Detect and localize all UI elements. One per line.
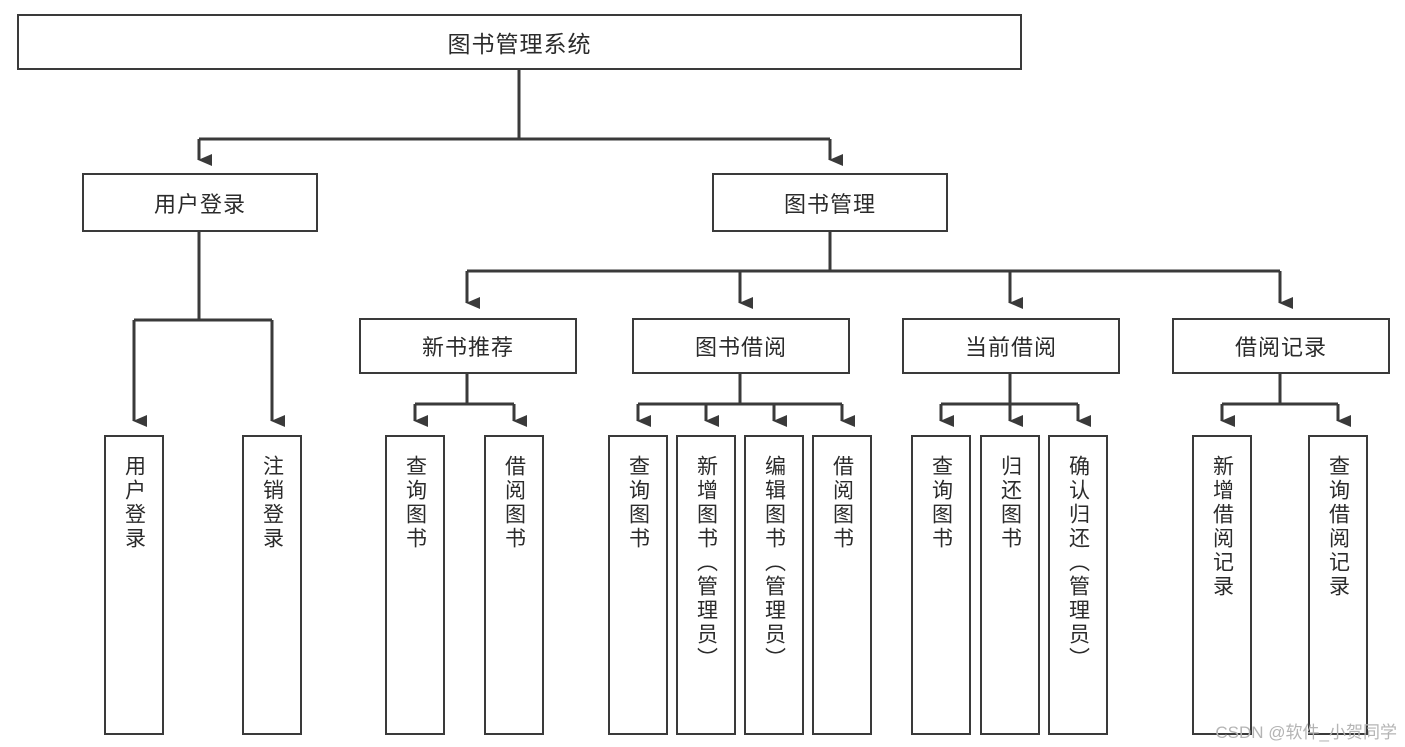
node-new-book-recommend-label: 新书推荐: [421, 335, 514, 360]
leaf-query-book-1-label: 查询图书: [403, 455, 427, 551]
node-new-book-recommend[interactable]: 新书推荐: [359, 318, 577, 374]
node-borrow-record[interactable]: 借阅记录: [1172, 318, 1390, 374]
leaf-add-book-label: 新增图书（管理员）: [694, 455, 718, 671]
leaf-add-book[interactable]: 新增图书（管理员）: [676, 435, 736, 735]
leaf-return-book[interactable]: 归还图书: [980, 435, 1040, 735]
node-user-login-label: 用户登录: [153, 191, 246, 217]
node-book-borrow-label: 图书借阅: [694, 335, 787, 360]
leaf-query-book-2[interactable]: 查询图书: [608, 435, 668, 735]
leaf-borrow-book-1-label: 借阅图书: [502, 455, 526, 551]
leaf-edit-book-label: 编辑图书（管理员）: [762, 455, 786, 671]
leaf-query-record-label: 查询借阅记录: [1326, 455, 1350, 599]
node-root[interactable]: 图书管理系统: [17, 14, 1022, 70]
leaf-query-book-3[interactable]: 查询图书: [911, 435, 971, 735]
leaf-user-login[interactable]: 用户登录: [104, 435, 164, 735]
leaf-borrow-book-1[interactable]: 借阅图书: [484, 435, 544, 735]
node-borrow-record-label: 借阅记录: [1234, 335, 1327, 360]
leaf-borrow-book-2[interactable]: 借阅图书: [812, 435, 872, 735]
leaf-user-login-label: 用户登录: [122, 455, 146, 551]
leaf-add-record[interactable]: 新增借阅记录: [1192, 435, 1252, 735]
node-book-management-label: 图书管理: [783, 191, 876, 217]
node-current-borrow[interactable]: 当前借阅: [902, 318, 1120, 374]
node-book-borrow[interactable]: 图书借阅: [632, 318, 850, 374]
leaf-query-record[interactable]: 查询借阅记录: [1308, 435, 1368, 735]
leaf-return-book-label: 归还图书: [998, 455, 1022, 551]
leaf-query-book-3-label: 查询图书: [929, 455, 953, 551]
leaf-edit-book[interactable]: 编辑图书（管理员）: [744, 435, 804, 735]
leaf-confirm-return-label: 确认归还（管理员）: [1066, 455, 1090, 671]
node-root-label: 图书管理系统: [447, 31, 592, 57]
leaf-confirm-return[interactable]: 确认归还（管理员）: [1048, 435, 1108, 735]
node-book-management[interactable]: 图书管理: [712, 173, 948, 232]
leaf-query-book-1[interactable]: 查询图书: [385, 435, 445, 735]
leaf-borrow-book-2-label: 借阅图书: [830, 455, 854, 551]
leaf-query-book-2-label: 查询图书: [626, 455, 650, 551]
leaf-logout-login[interactable]: 注销登录: [242, 435, 302, 735]
node-user-login[interactable]: 用户登录: [82, 173, 318, 232]
leaf-add-record-label: 新增借阅记录: [1210, 455, 1234, 599]
node-current-borrow-label: 当前借阅: [964, 335, 1057, 360]
leaf-logout-login-label: 注销登录: [260, 455, 284, 551]
